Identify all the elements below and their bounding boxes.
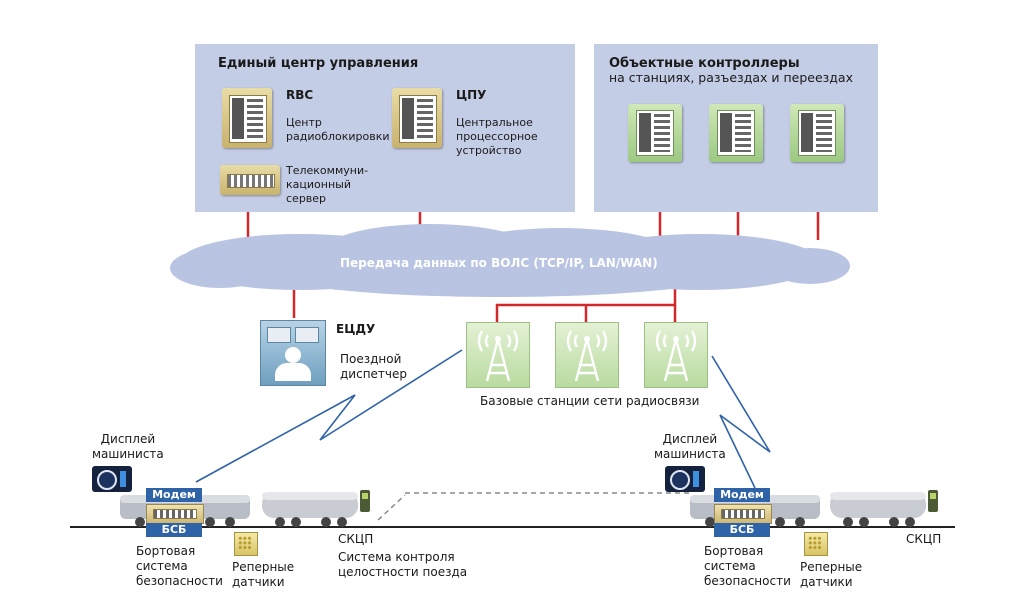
- bsb-label-left: БСБ: [146, 523, 202, 537]
- dispatcher-icon: [260, 320, 326, 386]
- object-controller-icon: [628, 104, 682, 162]
- cpu-title: ЦПУ: [456, 88, 487, 102]
- object-controller-icon: [790, 104, 844, 162]
- bsb-label-right: БСБ: [714, 523, 770, 537]
- dispatch-title: ЕЦДУ: [336, 322, 376, 336]
- skcp-label-right: СКЦП: [906, 532, 942, 546]
- rbc-title: RBC: [286, 88, 314, 102]
- network-cloud: [170, 224, 850, 297]
- network-label: Передача данных по ВОЛС (TCP/IP, LAN/WAN…: [340, 256, 658, 270]
- rbc-server-icon: [222, 88, 272, 148]
- driver-display-icon-right: [665, 466, 705, 492]
- reference-sensor-icon-right: [804, 532, 828, 556]
- bsb-device-left: [146, 504, 204, 524]
- telecom-server-icon: [220, 165, 280, 195]
- radio-tower-icon: [466, 322, 530, 388]
- control-center-title: Единый центр управления: [218, 56, 419, 71]
- driver-display-icon-left: [92, 466, 132, 492]
- cpu-server-icon: [392, 88, 442, 148]
- radio-tower-icon: [644, 322, 708, 388]
- controllers-title: Объектные контроллеры: [609, 56, 800, 71]
- tank-car-left: [262, 490, 370, 527]
- radio-label: Базовые станции сети радиосвязи: [480, 394, 700, 408]
- skcp-label-left: СКЦП: [338, 532, 374, 546]
- controllers-subtitle: на станциях, разъездах и переездах: [609, 70, 853, 85]
- tank-car-right: [830, 490, 938, 527]
- modem-label-left: Модем: [146, 488, 202, 502]
- reference-sensor-icon-left: [234, 532, 258, 556]
- bsb-device-right: [714, 504, 772, 524]
- radio-tower-icon: [555, 322, 619, 388]
- object-controller-icon: [709, 104, 763, 162]
- modem-label-right: Модем: [714, 488, 770, 502]
